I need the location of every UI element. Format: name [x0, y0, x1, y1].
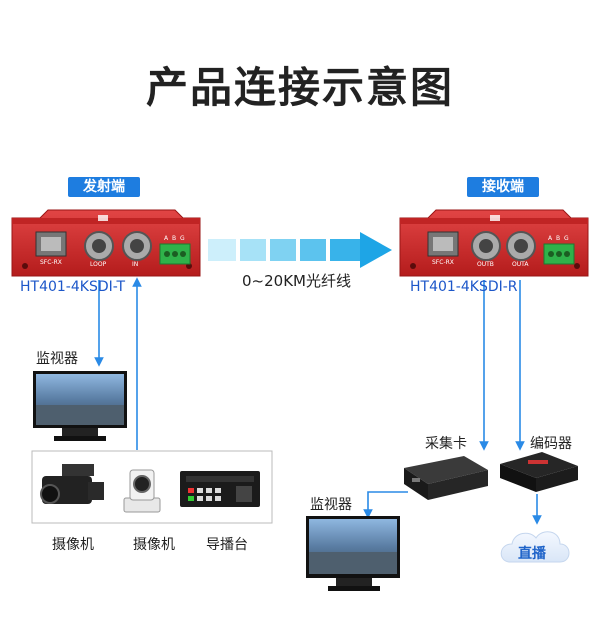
- rx-port-sfp-label: SFC-RX: [432, 259, 454, 266]
- rx-port-a-label: A: [548, 235, 553, 242]
- rx-port-outa-label: OUTA: [512, 261, 529, 268]
- page-title: 产品连接示意图: [145, 63, 454, 112]
- rx-port-outb-label: OUTB: [477, 261, 494, 268]
- receiver-tag: 接收端: [467, 177, 539, 197]
- capture-card-icon: [404, 456, 488, 500]
- connection-lines: [94, 277, 542, 525]
- tx-monitor: [33, 371, 127, 441]
- rx-port-b-label: B: [556, 235, 561, 242]
- cloud-icon: [500, 531, 570, 563]
- tx-port-sfp-label: SFC-RX: [40, 259, 62, 266]
- transmitter-device: [11, 209, 201, 277]
- fiber-link-arrow: [208, 232, 392, 268]
- camcorder-label: 摄像机: [52, 537, 94, 553]
- switcher-icon: [180, 471, 260, 507]
- ptz-camera-label: 摄像机: [133, 537, 175, 553]
- camcorder-icon: [40, 464, 104, 504]
- tx-monitor-label: 监视器: [36, 351, 78, 367]
- tx-port-g-label: G: [180, 235, 185, 242]
- transmitter-model: HT401-4KSDI-T: [20, 279, 126, 295]
- encoder-icon: [500, 452, 578, 492]
- fiber-link-label: 0~20KM光纤线: [242, 272, 351, 290]
- receiver-model: HT401-4KSDI-R: [410, 279, 518, 295]
- tx-port-a-label: A: [164, 235, 169, 242]
- tx-port-loop-label: LOOP: [90, 261, 107, 268]
- ptz-camera-icon: [123, 469, 161, 513]
- live-label: 直播: [518, 546, 546, 562]
- tx-port-in-label: IN: [132, 261, 139, 268]
- rx-monitor-label: 监视器: [310, 497, 352, 513]
- rx-port-g-label: G: [564, 235, 569, 242]
- encoder-label: 编码器: [530, 436, 572, 452]
- receiver-device: [399, 209, 589, 277]
- switcher-label: 导播台: [206, 537, 248, 553]
- rx-monitor: [306, 516, 400, 591]
- tx-port-b-label: B: [172, 235, 177, 242]
- transmitter-tag: 发射端: [68, 177, 140, 197]
- capture-card-label: 采集卡: [425, 436, 467, 452]
